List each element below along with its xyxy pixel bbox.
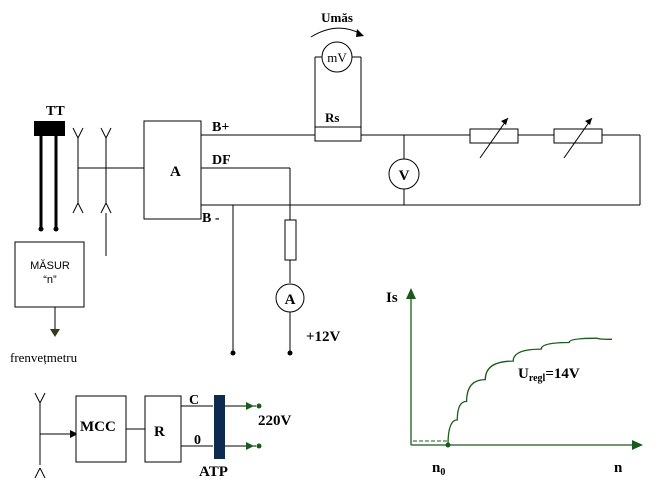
tt-probe-head (34, 121, 65, 136)
b-minus-label: B - (202, 211, 220, 226)
masur-n-label: “n” (43, 274, 57, 286)
x-axis-arrow (632, 440, 643, 450)
block-a-label: A (170, 164, 181, 180)
y-axis-label: Is (386, 290, 398, 306)
voltmeter (388, 158, 420, 190)
connector-symbol-2 (100, 127, 112, 256)
x-axis-label: n (614, 460, 623, 476)
atp-bar (214, 395, 225, 459)
tt-terminal-2 (53, 226, 59, 232)
variable-resistor-1-arrow-head (501, 118, 508, 125)
frenvetmetru-label: frenvețmetru (10, 350, 78, 365)
v220-label: 220V (258, 413, 292, 429)
umas-arrow-head (356, 29, 364, 37)
connector-symbol-1 (72, 127, 84, 214)
mcc-box (75, 395, 127, 463)
b-plus-label: B+ (212, 120, 229, 135)
zero-terminal (256, 443, 262, 449)
masur-box (14, 241, 85, 308)
c-label: C (189, 393, 199, 408)
umas-arrow (310, 27, 362, 38)
is-n-chart: Is n n0 Uregl=14V (386, 288, 643, 478)
y-axis-arrow (406, 288, 416, 299)
atp-label: ATP (199, 464, 228, 480)
mv-meter (321, 41, 353, 73)
c-terminal (256, 403, 262, 409)
plus12v-terminal (287, 350, 293, 356)
plus12v-label: +12V (306, 329, 341, 345)
ammeter-label: A (285, 292, 296, 308)
b-minus-terminal (230, 350, 236, 356)
r-box (144, 395, 182, 463)
rs-label: Rs (325, 110, 339, 125)
uregl-annotation: Uregl=14V (518, 366, 580, 384)
connector-symbol-3 (34, 392, 46, 479)
masur-output-arrow (50, 329, 60, 337)
rs-shunt (314, 126, 362, 142)
variable-resistor-1 (469, 128, 519, 144)
variable-resistor-2 (553, 128, 603, 144)
is-curve-series (447, 337, 613, 446)
mcc-input-arrow (70, 430, 78, 438)
variable-resistor-2-arrow-head (585, 118, 592, 125)
mcc-label: MCC (80, 419, 116, 435)
variable-resistor-2-arrow (563, 117, 593, 159)
df-label: DF (212, 153, 231, 168)
r-label: R (154, 424, 165, 440)
c-out-arrow (246, 402, 254, 410)
umas-label: Umăs (321, 10, 353, 25)
mv-label: mV (327, 50, 347, 65)
tt-label: TT (46, 104, 65, 119)
block-a (143, 120, 202, 220)
tt-terminal-1 (38, 226, 44, 232)
n0-tick-label: n0 (432, 460, 445, 478)
field-resistor (284, 219, 297, 261)
zero-label: 0 (194, 433, 201, 448)
voltmeter-label: V (399, 168, 410, 184)
variable-resistor-1-arrow (479, 117, 509, 159)
zero-out-arrow (246, 442, 254, 450)
masur-label: MĂSUR (30, 259, 70, 272)
